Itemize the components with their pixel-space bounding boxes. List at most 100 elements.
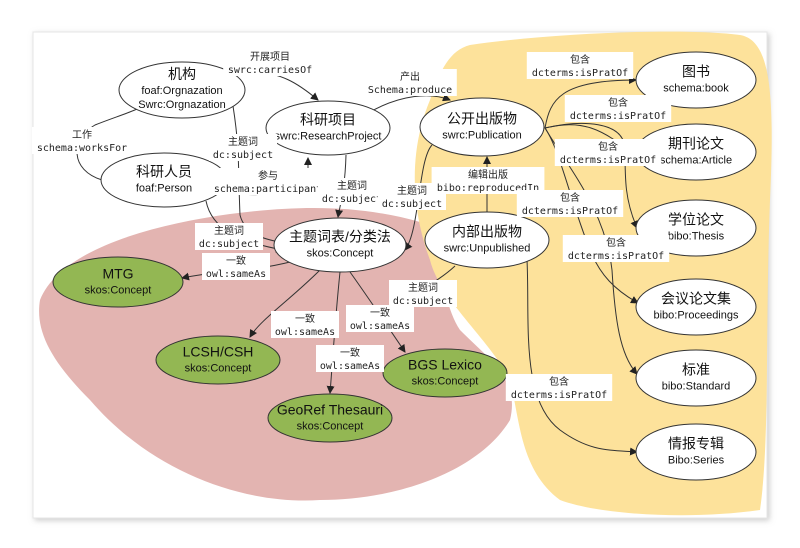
- node-subtitle: Bibo:Series: [668, 455, 725, 467]
- node-ellipse: [52, 256, 184, 308]
- edge-label-same_lcsh: 一致 owl:sameAs: [271, 311, 339, 338]
- node-ellipse: [265, 100, 391, 156]
- node-title: BGS Lexico: [408, 357, 482, 373]
- edge-label-cn: 编辑出版: [468, 168, 508, 181]
- node-subtitle: bibo:Thesis: [668, 231, 725, 243]
- edge-produce: [369, 93, 451, 113]
- node-subtitle: skos:Concept: [85, 285, 152, 297]
- node-title: MTG: [102, 266, 133, 282]
- node-title: 科研项目: [300, 112, 356, 128]
- edge-label-part_article: 包含 dcterms:isPratOf: [564, 95, 672, 122]
- label-background: [208, 168, 328, 195]
- node-subtitle: swrc:ResearchProject: [275, 131, 382, 143]
- node-subtitle: schema:Article: [660, 155, 732, 167]
- node-ellipse: [118, 61, 246, 119]
- label-background: [32, 127, 132, 154]
- edge-label-en: owl:sameAs: [320, 361, 380, 372]
- label-background: [564, 95, 672, 122]
- edge-label-en: dcterms:isPratOf: [570, 111, 666, 122]
- label-background: [554, 139, 662, 166]
- label-background: [562, 235, 670, 262]
- node-subtitle: swrc:Unpublished: [444, 243, 531, 255]
- edge-label-orgsubj: 主题词 dc:subject: [209, 134, 277, 161]
- edge-label-en: schema:worksFor: [37, 143, 127, 154]
- edge-label-en: dc:subject: [199, 239, 259, 250]
- label-background: [271, 311, 339, 338]
- edge-label-en: owl:sameAs: [206, 269, 266, 280]
- edge-label-cn: 一致: [295, 312, 315, 325]
- edge-label-cn: 主题词: [337, 180, 367, 192]
- label-background: [195, 223, 263, 250]
- node-unpublished[interactable]: 内部出版物 swrc:Unpublished: [424, 211, 550, 269]
- edge-part_book: [544, 76, 637, 129]
- node-ellipse: [424, 211, 550, 269]
- node-title: 学位论文: [668, 212, 724, 228]
- edge-label-en: dcterms:isPratOf: [522, 206, 618, 217]
- edge-label-cn: 包含: [608, 96, 628, 109]
- node-title: 期刊论文: [668, 136, 724, 152]
- edge-label-cn: 主题词: [228, 136, 258, 148]
- node-ellipse: [155, 335, 281, 385]
- node-series[interactable]: 情报专辑 Bibo:Series: [635, 423, 757, 481]
- node-title: LCSH/CSH: [183, 344, 254, 360]
- edge-part_series: [526, 259, 638, 456]
- node-ellipse: [267, 393, 393, 443]
- edge-label-cn: 包含: [606, 236, 626, 249]
- edge-label-en: dc:subject: [393, 296, 453, 307]
- node-mtg[interactable]: MTG skos:Concept: [52, 256, 184, 308]
- edge-label-en: dcterms:isPratOf: [568, 251, 664, 262]
- node-title: 会议论文集: [661, 291, 731, 307]
- node-subtitle: skos:Concept: [412, 376, 479, 388]
- node-title: 内部出版物: [452, 224, 522, 240]
- node-project[interactable]: 科研项目 swrc:ResearchProject: [265, 100, 391, 156]
- edge-label-cn: 开展项目: [250, 51, 290, 63]
- edge-label-en: dcterms:isPratOf: [511, 390, 607, 401]
- edge-label-cn: 包含: [570, 53, 590, 66]
- edge-label-cn: 一致: [370, 306, 390, 319]
- edge-label-en: dc:subject: [213, 150, 273, 161]
- node-ellipse: [635, 278, 757, 336]
- label-background: [389, 280, 457, 307]
- node-article[interactable]: 期刊论文 schema:Article: [635, 123, 757, 181]
- node-ellipse: [635, 423, 757, 481]
- node-title: 机构: [168, 66, 196, 82]
- edge-label-en: dc:subject: [382, 199, 442, 210]
- node-title: 公开出版物: [447, 111, 517, 127]
- node-ellipse: [273, 217, 407, 273]
- edge-label-en: bibo:reproducedIn: [437, 183, 539, 194]
- node-bgs[interactable]: BGS Lexico skos:Concept: [382, 348, 508, 398]
- node-subtitle: skos:Concept: [307, 248, 374, 260]
- node-title: 情报专辑: [668, 436, 724, 452]
- edge-label-en: schema:participant: [214, 184, 322, 195]
- label-background: [209, 134, 277, 161]
- node-ellipse: [382, 348, 508, 398]
- edge-label-cn: 包含: [598, 140, 618, 153]
- label-background: [526, 52, 634, 79]
- node-subtitle: Swrc:Orgnazation: [138, 99, 225, 111]
- edge-label-cn: 一致: [226, 254, 246, 267]
- node-title: GeoRef Thesauri: [277, 402, 383, 418]
- label-background: [346, 305, 414, 332]
- edge-label-en: Schema:produce: [368, 85, 452, 96]
- edge-same_georef: [326, 271, 341, 394]
- edge-label-en: owl:sameAs: [275, 327, 335, 338]
- node-ellipse: [100, 152, 228, 208]
- label-background: [316, 345, 384, 372]
- label-background: [363, 69, 457, 96]
